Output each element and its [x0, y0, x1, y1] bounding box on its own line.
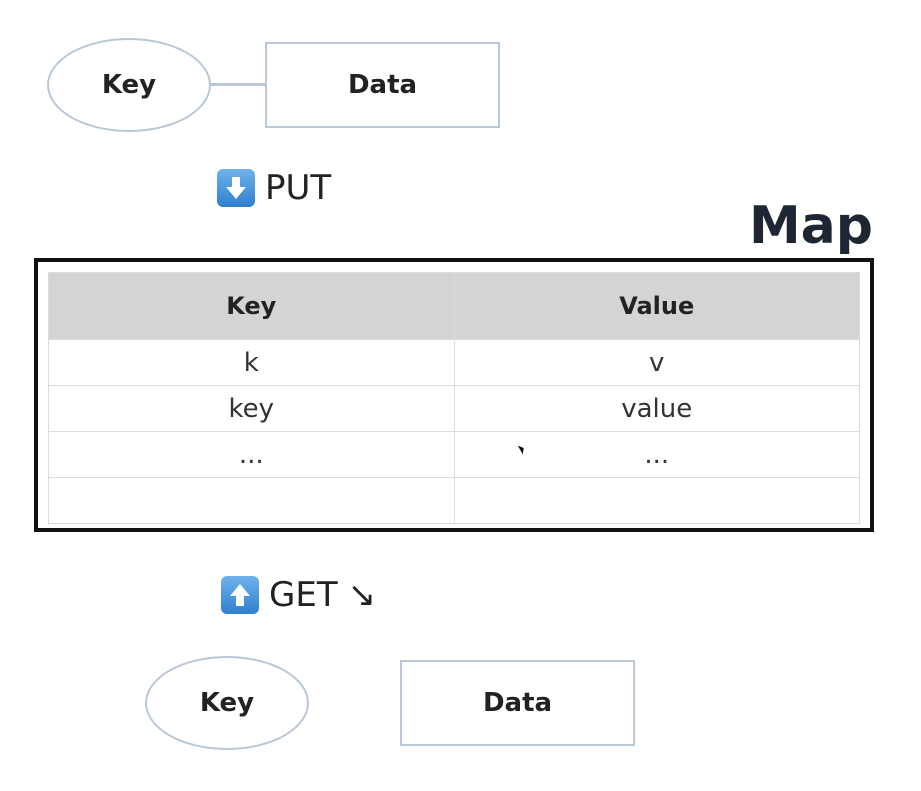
table-cell-value: ... [453, 431, 860, 478]
get-key-oval: Key [145, 656, 309, 750]
put-key-oval: Key [47, 38, 211, 132]
put-data-box: Data [265, 42, 500, 128]
table-cell-key: k [48, 339, 455, 386]
get-operation: GET ↘ [221, 575, 376, 615]
map-title: Map [748, 196, 873, 256]
put-data-label: Data [347, 70, 418, 100]
table-row: k v [48, 339, 860, 386]
table-cell-value: value [453, 385, 860, 432]
table-row [48, 477, 860, 524]
table-cell-value: v [453, 339, 860, 386]
get-key-label: Key [199, 688, 255, 718]
header-key: Key [48, 272, 455, 340]
down-arrow-icon [217, 169, 255, 207]
table-row: key value [48, 385, 860, 432]
map-table: Key Value k v key value ... ... [48, 272, 860, 524]
table-cell-key: key [48, 385, 455, 432]
table-cell-key [48, 477, 455, 524]
header-value: Value [453, 272, 860, 340]
put-label: PUT [265, 168, 332, 208]
get-data-box: Data [400, 660, 635, 746]
map-frame: Key Value k v key value ... ... [34, 258, 874, 532]
put-key-label: Key [101, 70, 157, 100]
map-header-row: Key Value [48, 272, 860, 340]
table-cell-key: ... [48, 431, 455, 478]
table-row: ... ... [48, 431, 860, 478]
table-cell-value [453, 477, 860, 524]
up-arrow-icon [221, 576, 259, 614]
get-data-label: Data [482, 688, 553, 718]
put-operation: PUT [217, 168, 331, 208]
southeast-arrow-icon: ↘ [347, 575, 377, 615]
get-label: GET [269, 575, 338, 615]
put-connector-line [211, 83, 267, 86]
